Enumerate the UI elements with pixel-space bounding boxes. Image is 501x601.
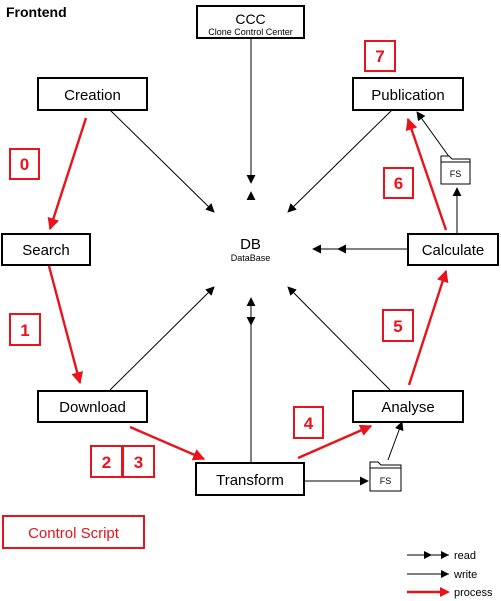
edge-analyse-db bbox=[287, 286, 391, 391]
legend-process-label: process bbox=[454, 587, 493, 599]
edge-fs-publication bbox=[416, 111, 451, 159]
node-db-sublabel: DataBase bbox=[231, 253, 271, 263]
node-download-label: Download bbox=[59, 399, 126, 416]
diagram-title: Frontend bbox=[6, 4, 67, 20]
step-badge-7: 7 bbox=[364, 40, 396, 72]
folder-icon-fs-top: FS bbox=[440, 155, 471, 185]
control-script-box: Control Script bbox=[2, 515, 145, 549]
step-badge-4: 4 bbox=[293, 406, 324, 439]
step-0-label: 0 bbox=[20, 155, 29, 174]
step-4-label: 4 bbox=[304, 414, 314, 433]
step-badge-2: 2 bbox=[90, 445, 123, 478]
step-badge-5: 5 bbox=[382, 309, 414, 342]
legend-process: process bbox=[407, 587, 493, 599]
node-download: Download bbox=[37, 390, 148, 423]
step-5-label: 5 bbox=[393, 317, 402, 336]
process-arrows bbox=[47, 117, 449, 461]
node-ccc-sublabel: Clone Control Center bbox=[208, 27, 293, 37]
step-6-label: 6 bbox=[394, 174, 403, 193]
node-db-label: DB bbox=[240, 236, 261, 253]
node-transform-label: Transform bbox=[216, 472, 284, 489]
node-transform: Transform bbox=[195, 462, 305, 496]
legend-read: read bbox=[407, 550, 476, 562]
control-script-label: Control Script bbox=[28, 525, 120, 542]
edge-fs-analyse bbox=[387, 421, 404, 461]
edge-creation-db bbox=[109, 109, 215, 213]
fs-top-label: FS bbox=[450, 169, 462, 179]
edge-download-db bbox=[109, 286, 215, 391]
node-calculate-label: Calculate bbox=[422, 242, 485, 259]
legend-write-label: write bbox=[453, 569, 477, 581]
node-ccc-label: CCC bbox=[235, 11, 265, 27]
legend-read-label: read bbox=[454, 550, 476, 562]
step-badge-0: 0 bbox=[9, 148, 40, 180]
node-creation-label: Creation bbox=[64, 87, 121, 104]
step-badge-1: 1 bbox=[9, 313, 41, 346]
node-analyse: Analyse bbox=[352, 390, 464, 423]
process-edge-1 bbox=[47, 265, 84, 385]
process-edge-0 bbox=[47, 117, 88, 231]
step-3-label: 3 bbox=[134, 453, 143, 472]
node-ccc: CCC Clone Control Center bbox=[196, 5, 305, 39]
process-edge-6 bbox=[405, 117, 448, 231]
process-edge-5 bbox=[407, 269, 449, 386]
node-publication-label: Publication bbox=[371, 87, 444, 104]
node-publication: Publication bbox=[352, 77, 464, 111]
step-badge-6: 6 bbox=[383, 167, 414, 199]
fs-bottom-label: FS bbox=[380, 476, 392, 486]
step-1-label: 1 bbox=[20, 321, 29, 340]
node-search-label: Search bbox=[22, 242, 70, 259]
node-analyse-label: Analyse bbox=[381, 399, 434, 416]
step-7-label: 7 bbox=[375, 47, 384, 66]
node-calculate: Calculate bbox=[407, 233, 499, 266]
step-2-label: 2 bbox=[102, 453, 111, 472]
node-search: Search bbox=[1, 233, 91, 266]
legend-write: write bbox=[407, 569, 477, 581]
folder-icon-fs-bottom: FS bbox=[369, 461, 402, 492]
edge-publication-db bbox=[287, 109, 393, 213]
legend: read write process bbox=[407, 550, 493, 599]
node-creation: Creation bbox=[37, 77, 148, 111]
step-badge-3: 3 bbox=[122, 445, 155, 478]
process-edge-23 bbox=[129, 425, 206, 461]
step-badges: 0 1 2 3 4 5 6 7 bbox=[9, 40, 414, 478]
connectors bbox=[109, 38, 462, 486]
node-db: DB DataBase bbox=[231, 236, 271, 263]
process-edge-4 bbox=[297, 424, 373, 460]
